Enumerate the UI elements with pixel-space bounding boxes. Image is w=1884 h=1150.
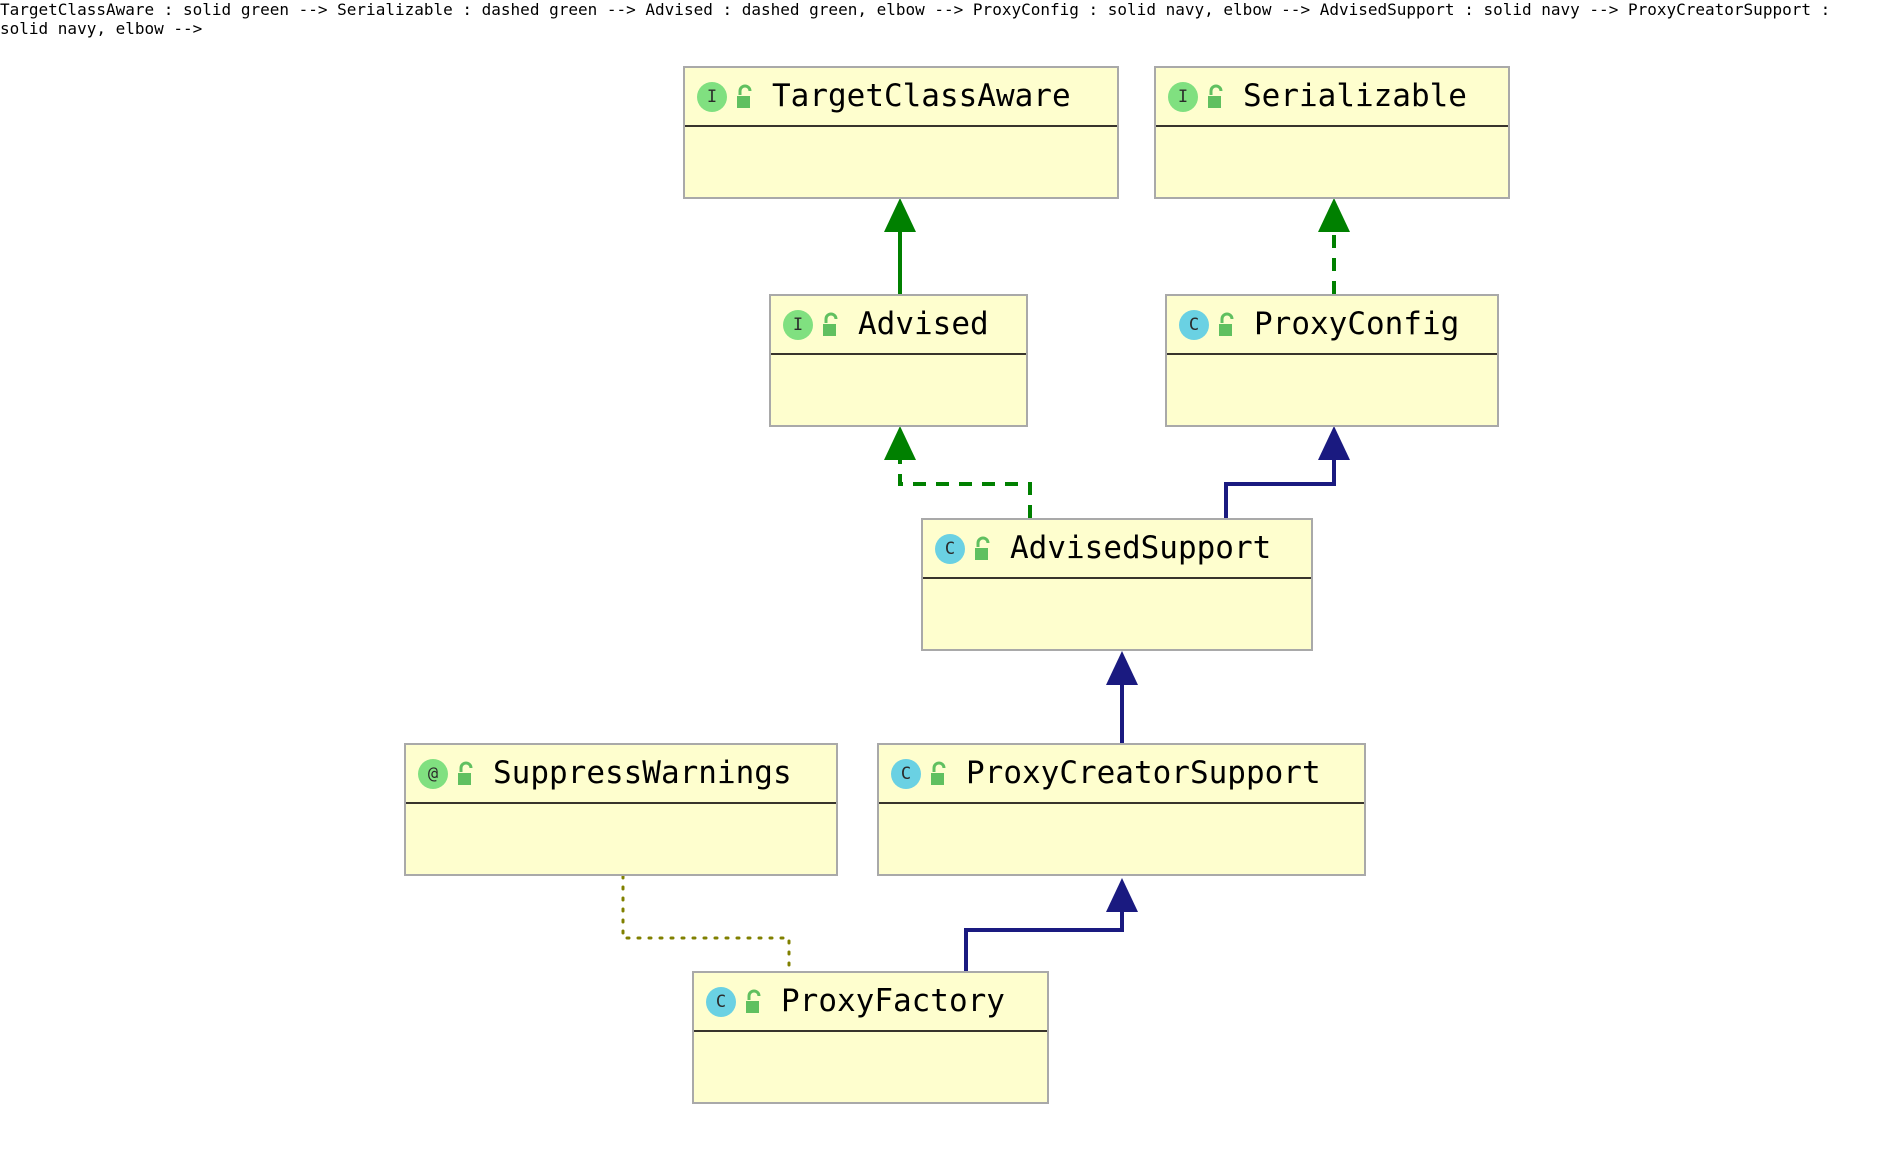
class-node-header: C ProxyFactory — [694, 973, 1047, 1032]
class-name-label: ProxyFactory — [781, 983, 1005, 1019]
class-members-section — [923, 579, 1311, 649]
class-name-label: ProxyCreatorSupport — [966, 755, 1321, 791]
class-members-section — [771, 355, 1026, 425]
class-node-proxy-creator-support[interactable]: C ProxyCreatorSupport — [877, 743, 1366, 876]
open-padlock-icon — [734, 84, 756, 110]
open-padlock-icon — [1205, 84, 1227, 110]
class-members-section — [879, 804, 1364, 874]
class-name-label: ProxyConfig — [1254, 306, 1460, 342]
class-name-label: Advised — [858, 306, 989, 342]
class-node-header: C AdvisedSupport — [923, 520, 1311, 579]
class-node-suppress-warnings[interactable]: @ SuppressWarnings — [404, 743, 838, 876]
class-name-label: SuppressWarnings — [493, 755, 792, 791]
open-padlock-icon — [455, 761, 477, 787]
class-name-label: Serializable — [1243, 78, 1467, 114]
class-members-section — [406, 804, 836, 874]
class-node-header: C ProxyCreatorSupport — [879, 745, 1364, 804]
annotation-badge-icon: @ — [418, 758, 448, 789]
class-node-advised[interactable]: I Advised — [769, 294, 1028, 427]
class-badge-icon: C — [891, 758, 921, 789]
class-node-proxy-factory[interactable]: C ProxyFactory — [692, 971, 1049, 1104]
open-padlock-icon — [1216, 312, 1238, 338]
class-node-serializable[interactable]: I Serializable — [1154, 66, 1510, 199]
class-node-header: @ SuppressWarnings — [406, 745, 836, 804]
class-badge-icon: C — [935, 533, 965, 564]
class-members-section — [694, 1032, 1047, 1102]
interface-badge-icon: I — [697, 81, 727, 112]
class-badge-icon: C — [1179, 309, 1209, 340]
open-padlock-icon — [928, 761, 950, 787]
class-badge-icon: C — [706, 986, 736, 1017]
class-members-section — [685, 127, 1117, 197]
class-members-section — [1167, 355, 1497, 425]
open-padlock-icon — [743, 989, 765, 1015]
class-node-header: I Serializable — [1156, 68, 1508, 127]
open-padlock-icon — [820, 312, 842, 338]
class-node-header: I TargetClassAware — [685, 68, 1117, 127]
interface-badge-icon: I — [783, 309, 813, 340]
class-node-proxy-config[interactable]: C ProxyConfig — [1165, 294, 1499, 427]
class-name-label: AdvisedSupport — [1010, 530, 1272, 566]
class-name-label: TargetClassAware — [772, 78, 1071, 114]
class-node-target-class-aware[interactable]: I TargetClassAware — [683, 66, 1119, 199]
interface-badge-icon: I — [1168, 81, 1198, 112]
open-padlock-icon — [972, 536, 994, 562]
class-node-header: I Advised — [771, 296, 1026, 355]
class-members-section — [1156, 127, 1508, 197]
class-node-advised-support[interactable]: C AdvisedSupport — [921, 518, 1313, 651]
class-node-header: C ProxyConfig — [1167, 296, 1497, 355]
